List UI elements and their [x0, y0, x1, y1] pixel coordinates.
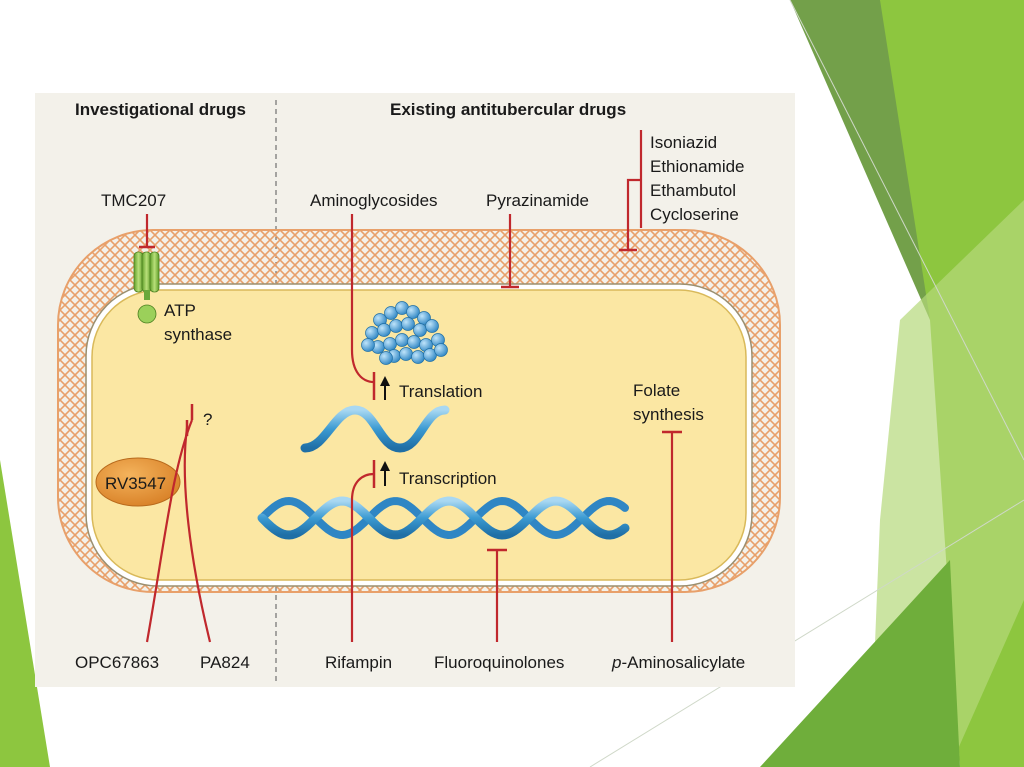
label-synthase: synthase	[164, 325, 232, 344]
label-unknown-target: ?	[203, 410, 212, 429]
label-translation: Translation	[399, 382, 482, 401]
label-transcription: Transcription	[399, 469, 497, 488]
label-tmc207: TMC207	[101, 191, 166, 210]
heading-existing: Existing antitubercular drugs	[390, 100, 626, 119]
label-opc67863: OPC67863	[75, 653, 159, 672]
label-synthesis: synthesis	[633, 405, 704, 424]
heading-investigational: Investigational drugs	[75, 100, 246, 119]
label-rv3547: RV3547	[105, 474, 166, 493]
label-aminoglycosides: Aminoglycosides	[310, 191, 438, 210]
label-rifampin: Rifampin	[325, 653, 392, 672]
label-pa824: PA824	[200, 653, 250, 672]
label-atp: ATP	[164, 301, 196, 320]
label-cycloserine: Cycloserine	[650, 205, 739, 224]
label-ethionamide: Ethionamide	[650, 157, 745, 176]
label-fluoroquinolones: Fluoroquinolones	[434, 653, 564, 672]
label-folate: Folate	[633, 381, 680, 400]
label-ethambutol: Ethambutol	[650, 181, 736, 200]
atp-synthase-icon	[134, 252, 159, 323]
label-pyrazinamide: Pyrazinamide	[486, 191, 589, 210]
label-isoniazid: Isoniazid	[650, 133, 717, 152]
label-aminosalicylate: p-Aminosalicylate	[611, 653, 745, 672]
